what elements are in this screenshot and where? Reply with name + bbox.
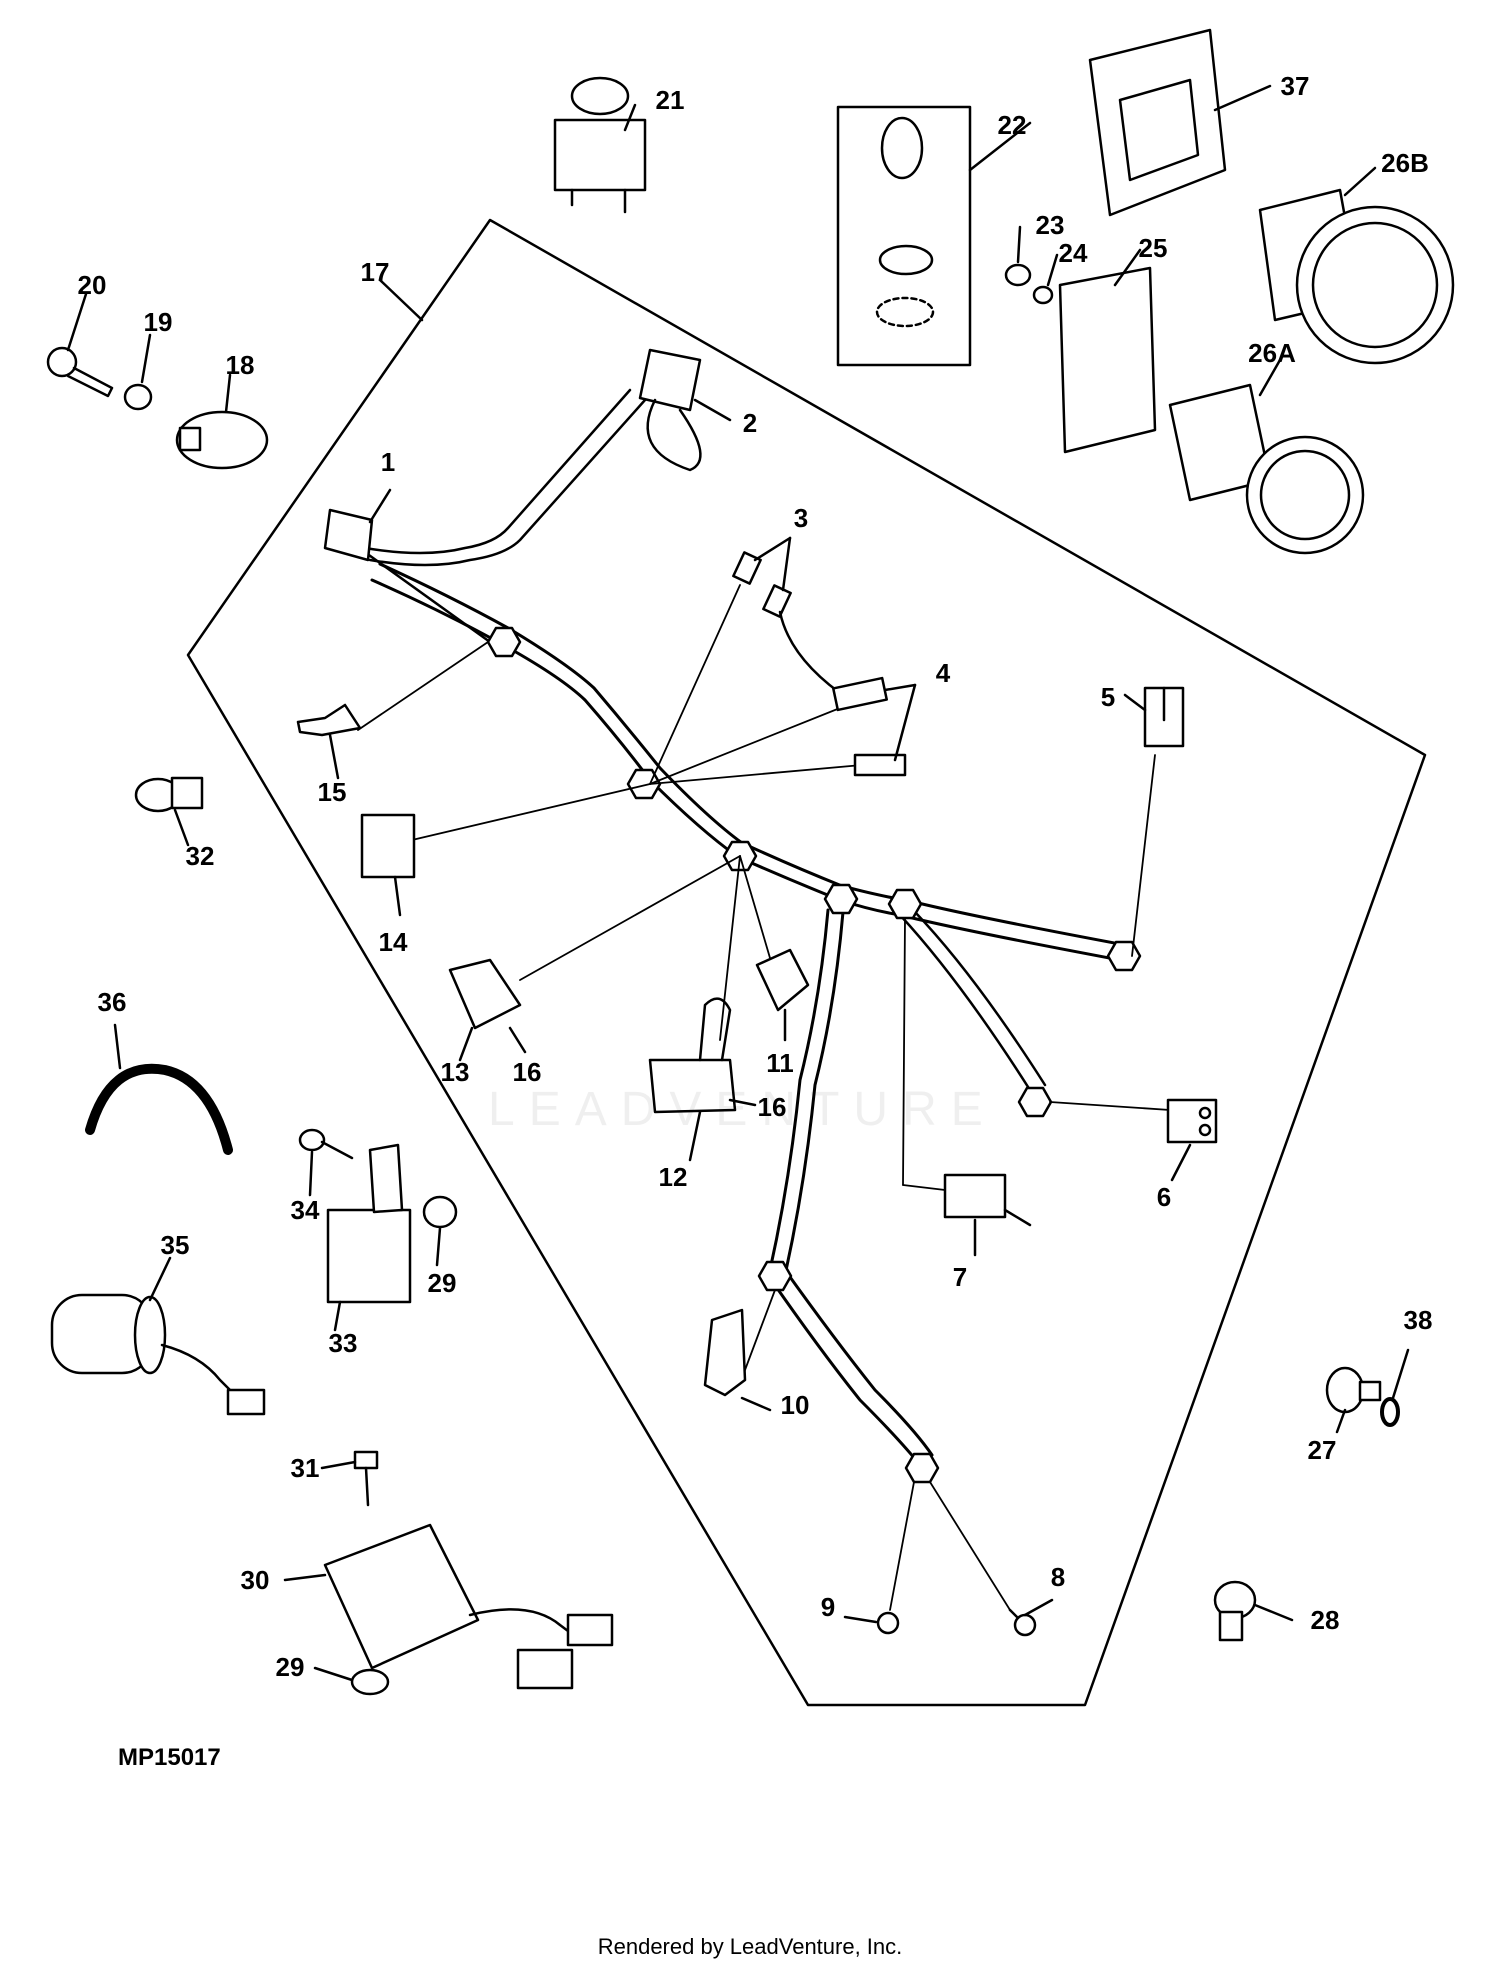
callout-4: 4 [935, 658, 951, 688]
connector-5 [1143, 686, 1185, 748]
callout-14: 14 [378, 927, 408, 957]
callout-21: 21 [655, 85, 685, 115]
part-32 [134, 776, 204, 813]
part-18 [175, 410, 269, 470]
callout-37: 37 [1280, 71, 1310, 101]
callout-13: 13 [440, 1057, 470, 1087]
callout-11: 11 [766, 1048, 794, 1078]
callout-2: 2 [742, 408, 758, 438]
part-26b [1258, 188, 1455, 365]
part-22 [836, 105, 972, 367]
callout-30: 30 [240, 1565, 270, 1595]
connector-13 [448, 958, 522, 1030]
callout-5: 5 [1100, 682, 1116, 712]
connector-11 [755, 948, 810, 1012]
part-31 [353, 1450, 379, 1507]
part-29-upper [422, 1195, 458, 1229]
callout-22: 22 [997, 110, 1027, 140]
callout-3: 3 [793, 503, 809, 533]
part-28 [1213, 1580, 1257, 1642]
part-26a [1168, 383, 1365, 555]
connector-14 [360, 813, 416, 879]
part-20 [46, 346, 114, 398]
callout-10: 10 [780, 1390, 810, 1420]
callout-34: 34 [290, 1195, 320, 1225]
callout-9: 9 [820, 1592, 836, 1622]
connector-1 [323, 508, 374, 562]
callout-26a: 26A [1248, 338, 1296, 368]
callout-35: 35 [160, 1230, 190, 1260]
callout-29-upper: 29 [427, 1268, 457, 1298]
part-38 [1380, 1397, 1400, 1427]
connector-4 [832, 676, 907, 777]
callout-38: 38 [1403, 1305, 1433, 1335]
part-21 [553, 76, 647, 214]
callout-32: 32 [185, 841, 215, 871]
harness-boundary [186, 218, 1427, 1707]
callout-12: 12 [658, 1162, 688, 1192]
part-34 [298, 1128, 354, 1160]
callout-29-lower: 29 [275, 1652, 305, 1682]
callout-16-a: 16 [512, 1057, 542, 1087]
part-24 [1032, 285, 1054, 305]
connector-7 [943, 1173, 1032, 1227]
junction-nodes [486, 626, 1142, 1484]
figure-id: MP15017 [118, 1744, 221, 1771]
callout-18: 18 [225, 350, 255, 380]
harness-trunk [370, 562, 1127, 962]
callout-25: 25 [1138, 233, 1168, 263]
callout-26b: 26B [1381, 148, 1429, 178]
branch-6 [898, 913, 1032, 1092]
part-35 [50, 1293, 266, 1416]
callout-36: 36 [97, 987, 127, 1017]
part-29-lower [350, 1668, 390, 1696]
branch-6b [913, 910, 1047, 1087]
callout-19: 19 [143, 307, 173, 337]
connector-6 [1166, 1098, 1218, 1144]
part-33 [326, 1143, 412, 1304]
callout-27: 27 [1307, 1435, 1337, 1465]
leader-wires [357, 584, 1171, 1611]
callout-leaders [66, 84, 1410, 1682]
connector-3 [732, 551, 852, 702]
connector-12 [648, 997, 737, 1114]
part-27 [1325, 1366, 1382, 1414]
connector-10 [703, 1308, 747, 1397]
terminal-8 [1008, 1608, 1037, 1637]
callout-28: 28 [1310, 1605, 1340, 1635]
footer-credit: Rendered by LeadVenture, Inc. [597, 1934, 903, 1959]
callout-31: 31 [290, 1453, 320, 1483]
branch-1 [368, 398, 647, 567]
callout-7: 7 [952, 1262, 968, 1292]
branch-1c [353, 543, 492, 644]
callout-23: 23 [1035, 210, 1065, 240]
terminal-9 [876, 1611, 900, 1635]
callout-1: 1 [380, 447, 396, 477]
branch-1b [363, 388, 632, 555]
watermark: LEADVENTURE [488, 1083, 997, 1136]
part-30 [323, 1523, 614, 1690]
part-25 [1058, 266, 1157, 454]
part-36 [85, 1063, 233, 1155]
callout-33: 33 [328, 1328, 358, 1358]
callout-16-b: 16 [757, 1092, 787, 1122]
connector-15 [296, 703, 362, 737]
callout-15: 15 [317, 777, 347, 807]
connector-2 [638, 348, 702, 472]
callout-24: 24 [1058, 238, 1088, 268]
part-19 [123, 383, 153, 411]
part-23 [1004, 263, 1032, 287]
callout-6: 6 [1156, 1182, 1172, 1212]
callout-20: 20 [77, 270, 107, 300]
callout-8: 8 [1050, 1562, 1066, 1592]
callout-17: 17 [360, 257, 390, 287]
lower-trunk [768, 908, 934, 1467]
part-37 [1088, 28, 1227, 217]
